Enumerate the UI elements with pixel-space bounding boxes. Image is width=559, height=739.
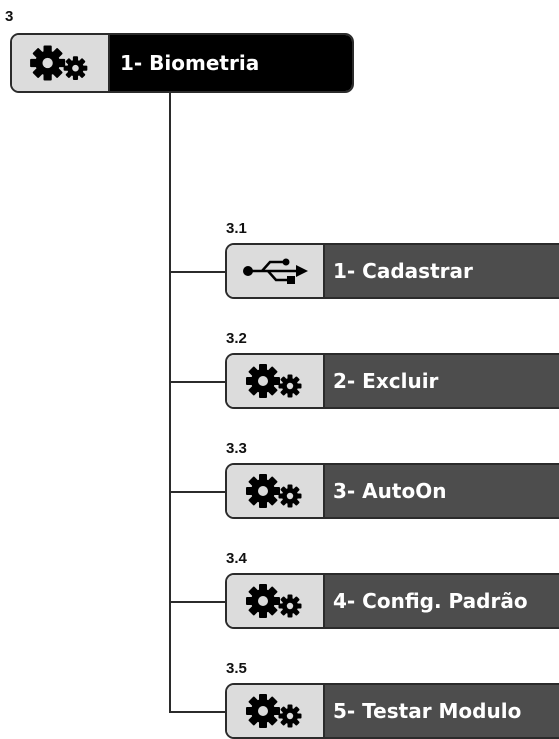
menu-item-cadastrar[interactable]: 1- Cadastrar <box>225 243 559 299</box>
item-number-4: 3.4 <box>226 550 247 567</box>
gears-icon <box>227 465 325 517</box>
root-node-biometria[interactable]: 1- Biometria <box>10 33 354 93</box>
usb-icon <box>227 245 325 297</box>
tree-trunk-line <box>169 92 171 712</box>
item-number-2: 3.2 <box>226 330 247 347</box>
menu-item-excluir[interactable]: 2- Excluir <box>225 353 559 409</box>
menu-item-label: 2- Excluir <box>325 355 559 407</box>
root-label: 1- Biometria <box>110 35 352 91</box>
menu-item-label: 1- Cadastrar <box>325 245 559 297</box>
menu-item-label: 5- Testar Modulo <box>325 685 559 737</box>
gears-icon <box>12 35 110 91</box>
branch-line-1 <box>169 271 225 273</box>
branch-line-4 <box>169 601 225 603</box>
item-number-1: 3.1 <box>226 220 247 237</box>
branch-line-2 <box>169 381 225 383</box>
menu-item-autoon[interactable]: 3- AutoOn <box>225 463 559 519</box>
branch-line-5 <box>169 711 225 713</box>
branch-line-3 <box>169 491 225 493</box>
item-number-3: 3.3 <box>226 440 247 457</box>
menu-item-testar-modulo[interactable]: 5- Testar Modulo <box>225 683 559 739</box>
menu-item-label: 4- Config. Padrão <box>325 575 559 627</box>
menu-item-label: 3- AutoOn <box>325 465 559 517</box>
gears-icon <box>227 355 325 407</box>
gears-icon <box>227 575 325 627</box>
item-number-5: 3.5 <box>226 660 247 677</box>
root-number: 3 <box>5 8 14 25</box>
gears-icon <box>227 685 325 737</box>
menu-item-config-padrao[interactable]: 4- Config. Padrão <box>225 573 559 629</box>
